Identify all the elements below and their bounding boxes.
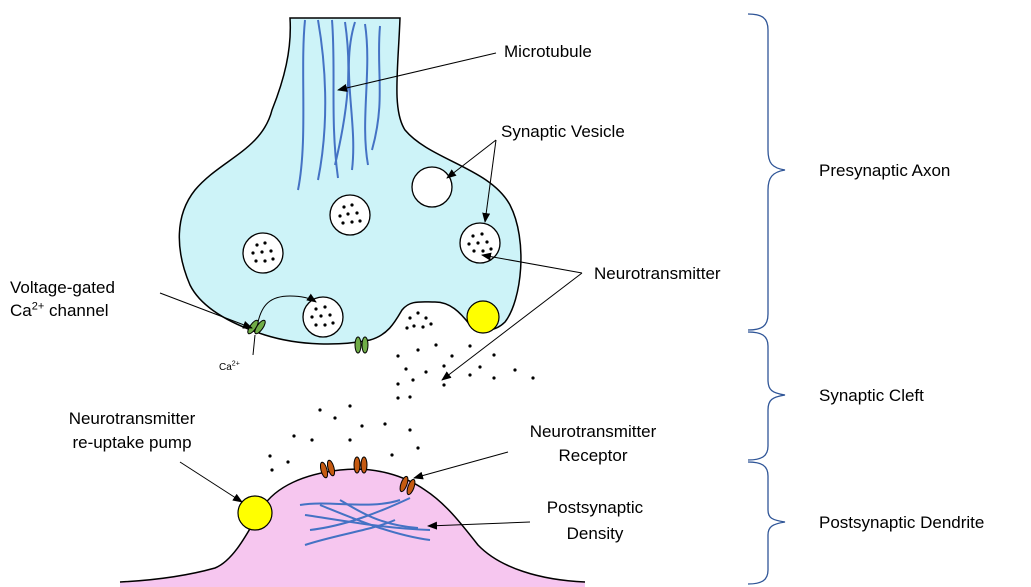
reuptake-pump-label-line1: Neurotransmitter	[42, 407, 222, 431]
cleft-brace	[748, 332, 785, 460]
cleft-neurotransmitters	[268, 343, 534, 471]
ca-ion-label: Ca2+	[219, 362, 240, 373]
region-braces	[748, 14, 785, 584]
presynaptic-axon-terminal	[179, 18, 521, 344]
vgcc-label-line1: Voltage-gated	[10, 276, 115, 300]
receptor-label-line1: Neurotransmitter	[498, 420, 688, 444]
ca-entry-line	[253, 335, 255, 355]
vesicle	[303, 297, 343, 337]
presynaptic-axon-label: Presynaptic Axon	[819, 159, 950, 183]
postsynaptic-brace	[748, 462, 785, 584]
exocytosis-dots	[405, 311, 432, 329]
presynaptic-brace	[748, 14, 785, 330]
presynaptic-reuptake-pump	[467, 301, 499, 333]
density-label-line2: Density	[520, 522, 670, 546]
neurotransmitter-label: Neurotransmitter	[594, 262, 721, 286]
receptor-label-line2: Receptor	[498, 444, 688, 468]
vgcc-label-line2: Ca2+ channel	[10, 299, 109, 323]
vesicle	[330, 195, 370, 235]
postsynaptic-dendrite-label: Postsynaptic Dendrite	[819, 511, 984, 535]
synaptic-vesicle-label: Synaptic Vesicle	[501, 120, 625, 144]
microtubule-label: Microtubule	[504, 40, 592, 64]
empty-vesicle	[412, 167, 452, 207]
reuptake-pump-label-line2: re-uptake pump	[42, 431, 222, 455]
synaptic-cleft-label: Synaptic Cleft	[819, 384, 924, 408]
density-label-line1: Postsynaptic	[520, 496, 670, 520]
postsynaptic-reuptake-pump	[238, 496, 272, 530]
